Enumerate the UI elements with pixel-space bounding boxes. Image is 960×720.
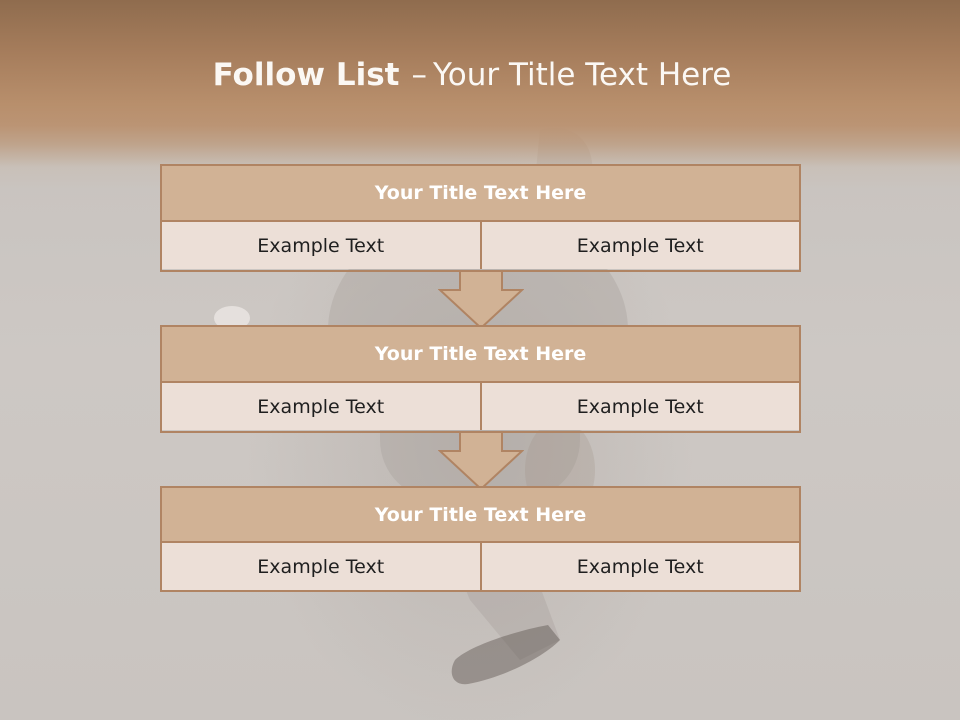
down-arrow-icon	[438, 431, 524, 491]
block-cell: Example Text	[479, 383, 800, 430]
block-cell: Example Text	[257, 555, 385, 578]
process-block-3: Your Title Text Here Example Text Exampl…	[160, 486, 801, 592]
process-block-2: Your Title Text Here Example Text Exampl…	[160, 325, 801, 433]
block-row: Example Text Example Text	[162, 383, 799, 430]
header-band	[0, 0, 960, 190]
block-title: Your Title Text Here	[162, 488, 799, 543]
slide-title-rest: Your Title Text Here	[432, 57, 732, 93]
block-row: Example Text Example Text	[162, 222, 799, 269]
block-title: Your Title Text Here	[162, 327, 799, 383]
slide-title-bold: Follow List	[212, 57, 400, 93]
block-row: Example Text Example Text	[162, 543, 799, 590]
block-cell: Example Text	[479, 543, 800, 590]
block-cell: Example Text	[479, 222, 800, 269]
slide-title-dash: –	[411, 57, 427, 93]
down-arrow-icon	[438, 270, 524, 330]
slide-title: Follow List–Your Title Text Here	[0, 53, 944, 97]
block-cell: Example Text	[257, 234, 385, 257]
process-block-1: Your Title Text Here Example Text Exampl…	[160, 164, 801, 272]
block-title: Your Title Text Here	[162, 166, 799, 222]
block-cell: Example Text	[257, 395, 385, 418]
